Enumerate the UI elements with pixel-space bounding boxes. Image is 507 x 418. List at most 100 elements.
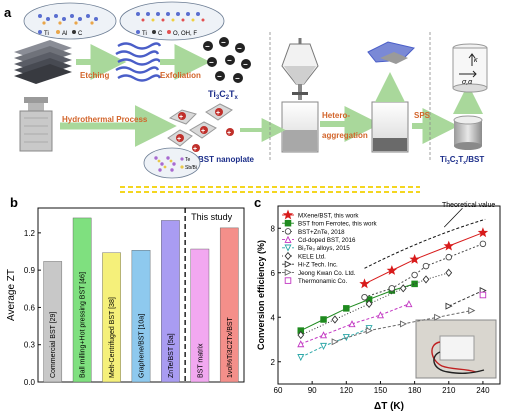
legend2-ti: Ti xyxy=(142,31,147,37)
svg-text:−: − xyxy=(217,72,222,81)
inset-module xyxy=(439,335,475,361)
xtick-label-c: 180 xyxy=(408,386,422,395)
legend-label-0: MXene/BST, this work xyxy=(298,212,359,219)
series-7-point-1 xyxy=(365,327,373,335)
label-hetero: Hetero- xyxy=(322,111,350,120)
series-0-point-4 xyxy=(477,227,489,238)
separatory-funnel xyxy=(281,38,319,100)
bar-2 xyxy=(102,252,121,383)
plot-frame-c xyxy=(277,205,501,385)
label-hydrothermal: Hydrothermal Process xyxy=(62,115,148,124)
ytick-label-c: 4 xyxy=(271,313,276,322)
legend-label-8: Thermonamic Co. xyxy=(298,278,347,285)
series-5-point-2 xyxy=(365,299,373,309)
hybrid-flake xyxy=(367,41,415,64)
mxene-flakes: −−− −−− −− xyxy=(203,37,251,83)
xtick-label-c: 120 xyxy=(340,386,354,395)
bar-3 xyxy=(131,250,151,383)
sigma-alpha-symbol: σ,α xyxy=(462,79,473,86)
ytick-label-b: 1.2 xyxy=(24,229,36,238)
beaker-mixing xyxy=(281,101,319,153)
inset-wire-black xyxy=(433,351,485,375)
max-phase-stack xyxy=(14,40,72,84)
svg-text:+: + xyxy=(201,128,205,135)
label-sps: SPS xyxy=(414,111,431,120)
xtick-label-c: 240 xyxy=(476,386,490,395)
legend-marker-4 xyxy=(284,244,292,252)
series-2-point-1 xyxy=(388,285,396,292)
legend-bubble-mxene: Ti C O, OH, F xyxy=(119,1,225,41)
legend-marker-5 xyxy=(284,251,292,261)
bar-5 xyxy=(190,248,210,383)
series-0-point-1 xyxy=(386,265,398,275)
series-2-point-0 xyxy=(361,293,368,301)
svg-text:+: + xyxy=(216,110,220,117)
series-2-point-3 xyxy=(422,262,430,270)
series-5-point-3 xyxy=(399,284,407,293)
ytick-label-b: 0.6 xyxy=(24,303,36,312)
legend-marker-1 xyxy=(284,219,292,227)
ytick-label-c: 6 xyxy=(271,269,276,278)
series-0-point-3 xyxy=(443,240,454,251)
legend2-c: C xyxy=(158,31,163,37)
series-3-point-3 xyxy=(376,311,384,319)
series-1-point-5 xyxy=(411,280,418,288)
series-8-point-0 xyxy=(479,291,487,299)
legend-al: Al xyxy=(62,31,67,37)
legend-c: C xyxy=(78,31,83,37)
series-line-3 xyxy=(300,303,410,345)
svg-text:−: − xyxy=(235,74,240,83)
svg-text:+: + xyxy=(193,146,197,153)
label-exfoliation: Exfoliation xyxy=(160,71,201,80)
legend-label-2: BST+ZnTe, 2018 xyxy=(298,229,345,236)
measurement-bar: κ σ,α xyxy=(452,43,488,93)
legend-sbbi: Sb/Bi xyxy=(185,165,197,171)
etched-stack xyxy=(115,42,162,82)
svg-text:+: + xyxy=(227,130,231,137)
svg-text:−: − xyxy=(227,56,232,65)
legend-marker-2 xyxy=(284,228,292,235)
series-7-point-3 xyxy=(434,313,442,321)
kappa-symbol: κ xyxy=(474,57,478,64)
series-6-point-0 xyxy=(445,302,453,310)
legend-bubble-max: Ti Al C xyxy=(23,2,117,40)
series-7-point-2 xyxy=(399,320,408,328)
this-study-label: This study xyxy=(191,212,233,222)
legend-label-7: Jeong Kwan Co. Ltd. xyxy=(298,270,356,277)
series-4-point-1 xyxy=(320,342,328,350)
label-ti3c2tx: Ti3C2Tx xyxy=(208,89,239,101)
xtick-label-c: 150 xyxy=(374,386,388,395)
svg-text:−: − xyxy=(237,44,242,53)
legend-label-4: Bi₂Te₃ alloys, 2015 xyxy=(298,245,350,252)
ylabel-b: Average ZT xyxy=(6,269,17,321)
series-2-point-5 xyxy=(479,240,487,248)
autoclave xyxy=(19,97,53,152)
series-4-point-2 xyxy=(342,334,350,342)
panel-c-letter: c xyxy=(254,195,261,210)
legend-marker-0 xyxy=(282,209,294,220)
series-line-5 xyxy=(300,272,449,336)
legend-ti: Ti xyxy=(44,31,49,37)
ylabel-c: Conversion efficiency (%) xyxy=(256,240,266,350)
series-2-point-4 xyxy=(445,253,453,261)
inset-wire-red xyxy=(431,341,477,373)
series-line-0 xyxy=(364,232,484,285)
label-etching: Etching xyxy=(80,71,109,80)
xtick-label-c: 90 xyxy=(308,386,317,395)
series-5-point-5 xyxy=(445,268,453,277)
series-0-point-2 xyxy=(409,253,420,264)
panel-b-letter: b xyxy=(10,195,18,210)
svg-text:+: + xyxy=(179,114,183,121)
legend-marker-3 xyxy=(284,235,292,243)
ytick-label-c: 2 xyxy=(271,358,276,367)
series-4-point-0 xyxy=(297,354,305,362)
panel-a-letter: a xyxy=(4,5,12,20)
legend-marker-6 xyxy=(284,260,292,268)
legend-bubble-bst: Te Sb/Bi xyxy=(143,147,201,179)
svg-text:−: − xyxy=(221,38,226,47)
series-3-point-0 xyxy=(297,340,305,348)
legend-label-1: BST from Ferrotec, this work xyxy=(298,221,378,228)
series-5-point-1 xyxy=(331,315,339,324)
